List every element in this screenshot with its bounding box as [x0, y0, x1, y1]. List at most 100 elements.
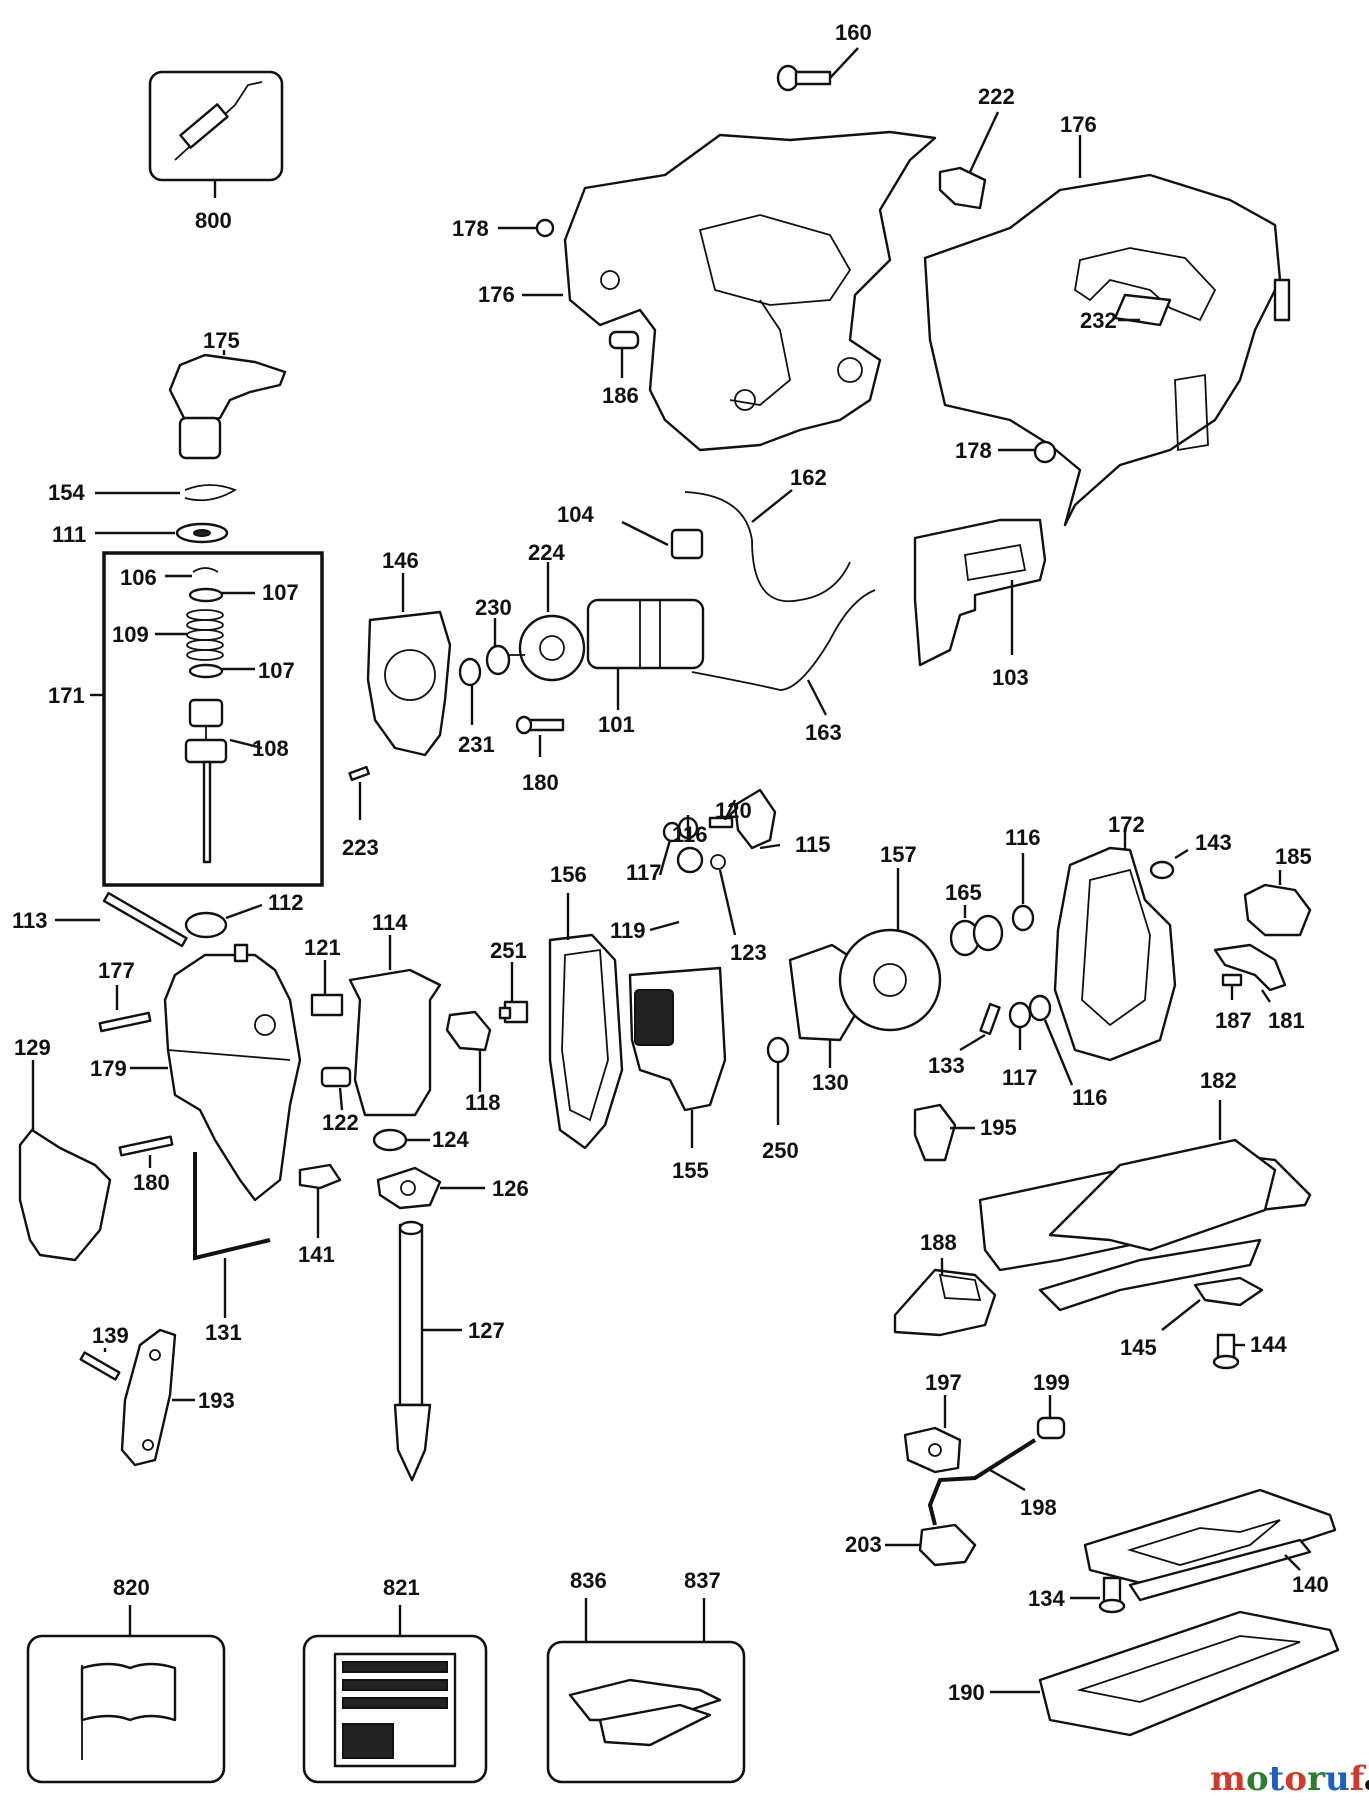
- label-231: 231: [458, 732, 495, 757]
- part-131-wire-rod: [193, 1152, 271, 1318]
- part-203-clamp: [885, 1523, 977, 1567]
- watermark-suffix: c: [1364, 1771, 1369, 1795]
- label-250: 250: [762, 1138, 799, 1163]
- part-121-bracket: [310, 960, 344, 1017]
- label-133: 133: [928, 1053, 965, 1078]
- part-800-tool-box: [148, 70, 284, 198]
- part-120-screw: [708, 799, 737, 829]
- watermark-f: f: [1350, 1759, 1367, 1799]
- part-122-spring: [320, 1066, 352, 1111]
- label-176: 176: [478, 282, 515, 307]
- label-224: 224: [528, 540, 565, 565]
- part-182-base-housing: [978, 1100, 1312, 1312]
- watermark-r: r: [1307, 1759, 1326, 1799]
- part-177-screw: [98, 985, 152, 1033]
- label-111: 111: [52, 522, 86, 547]
- label-820: 820: [113, 1575, 150, 1600]
- label-127: 127: [468, 1318, 505, 1343]
- label-104: 104: [557, 502, 594, 527]
- label-162: 162: [790, 465, 827, 490]
- part-113-rod: [55, 891, 188, 948]
- label-821: 821: [383, 1575, 420, 1600]
- part-181-cam: [1213, 943, 1287, 1003]
- watermark-m: m: [1210, 1759, 1246, 1799]
- label-124: 124: [432, 1127, 469, 1152]
- part-198-wire: [927, 1438, 1037, 1526]
- part-111-washer: [95, 522, 229, 544]
- part-180-screw-lower: [118, 1135, 174, 1168]
- part-187-pin: [1221, 973, 1243, 1000]
- label-176: 176: [1060, 112, 1097, 137]
- label-195: 195: [980, 1115, 1017, 1140]
- part-176-right-housing: [923, 135, 1291, 527]
- part-250-washer: [766, 1036, 790, 1125]
- part-178-screw: [498, 218, 555, 238]
- part-144-screw: [1212, 1333, 1245, 1370]
- label-175: 175: [203, 328, 240, 353]
- part-104-brush-holder: [621, 520, 704, 560]
- part-115-plate: [733, 788, 781, 850]
- part-165-bearings: [949, 905, 1004, 957]
- label-178: 178: [452, 216, 489, 241]
- label-836: 836: [570, 1568, 607, 1593]
- label-107: 107: [258, 658, 295, 683]
- part-180-screw-top: [515, 715, 565, 757]
- label-179: 179: [90, 1056, 127, 1081]
- part-114-holder: [348, 935, 442, 1117]
- label-130: 130: [812, 1070, 849, 1095]
- part-222-clip: [938, 111, 1000, 210]
- label-180: 180: [522, 770, 559, 795]
- label-197: 197: [925, 1370, 962, 1395]
- part-199-spring: [1036, 1395, 1066, 1440]
- part-146-gear-cover: [366, 573, 452, 757]
- label-180: 180: [133, 1170, 170, 1195]
- label-115: 115: [795, 832, 831, 857]
- part-124-ring: [372, 1128, 430, 1152]
- label-116: 116: [672, 822, 708, 847]
- label-163: 163: [805, 720, 842, 745]
- part-156-gasket: [548, 893, 624, 1150]
- label-129: 129: [14, 1035, 51, 1060]
- part-836-837-box: [546, 1598, 746, 1784]
- part-145-tab: [1161, 1276, 1264, 1331]
- label-134: 134: [1028, 1586, 1065, 1611]
- label-123: 123: [730, 940, 767, 965]
- label-117: 117: [1002, 1065, 1038, 1090]
- part-171-assembly-frame: [90, 551, 324, 887]
- part-134-screw: [1070, 1576, 1126, 1614]
- label-117: 117: [626, 860, 662, 885]
- label-198: 198: [1020, 1495, 1057, 1520]
- label-109: 109: [112, 622, 149, 647]
- part-119-bushing: [649, 846, 704, 932]
- part-112-bushing: [184, 903, 263, 939]
- label-223: 223: [342, 835, 379, 860]
- part-193-lever: [120, 1328, 195, 1467]
- label-143: 143: [1195, 830, 1232, 855]
- part-101-motor: [586, 598, 705, 710]
- part-160-screw: [776, 47, 859, 92]
- label-199: 199: [1033, 1370, 1070, 1395]
- label-190: 190: [948, 1680, 985, 1705]
- part-224-fan: [505, 562, 586, 682]
- label-230: 230: [475, 595, 512, 620]
- watermark-o2: o: [1284, 1759, 1307, 1799]
- part-155-guide: [628, 966, 727, 1148]
- part-190-base-plate: [990, 1610, 1340, 1737]
- label-157: 157: [880, 842, 917, 867]
- part-186-pin: [608, 330, 640, 378]
- label-120: 120: [715, 798, 752, 823]
- label-121: 121: [304, 935, 341, 960]
- label-177: 177: [98, 958, 135, 983]
- label-106: 106: [120, 565, 157, 590]
- part-185-lever: [1243, 870, 1312, 937]
- label-154: 154: [48, 480, 85, 505]
- part-821-box: [302, 1605, 488, 1784]
- label-107: 107: [262, 580, 299, 605]
- label-156: 156: [550, 862, 587, 887]
- label-144: 144: [1250, 1332, 1287, 1357]
- part-232-label: [1113, 293, 1172, 327]
- part-140-plate: [1083, 1488, 1337, 1602]
- part-154-spring-clip: [95, 484, 238, 502]
- label-178: 178: [955, 438, 992, 463]
- watermark-o1: o: [1246, 1759, 1269, 1799]
